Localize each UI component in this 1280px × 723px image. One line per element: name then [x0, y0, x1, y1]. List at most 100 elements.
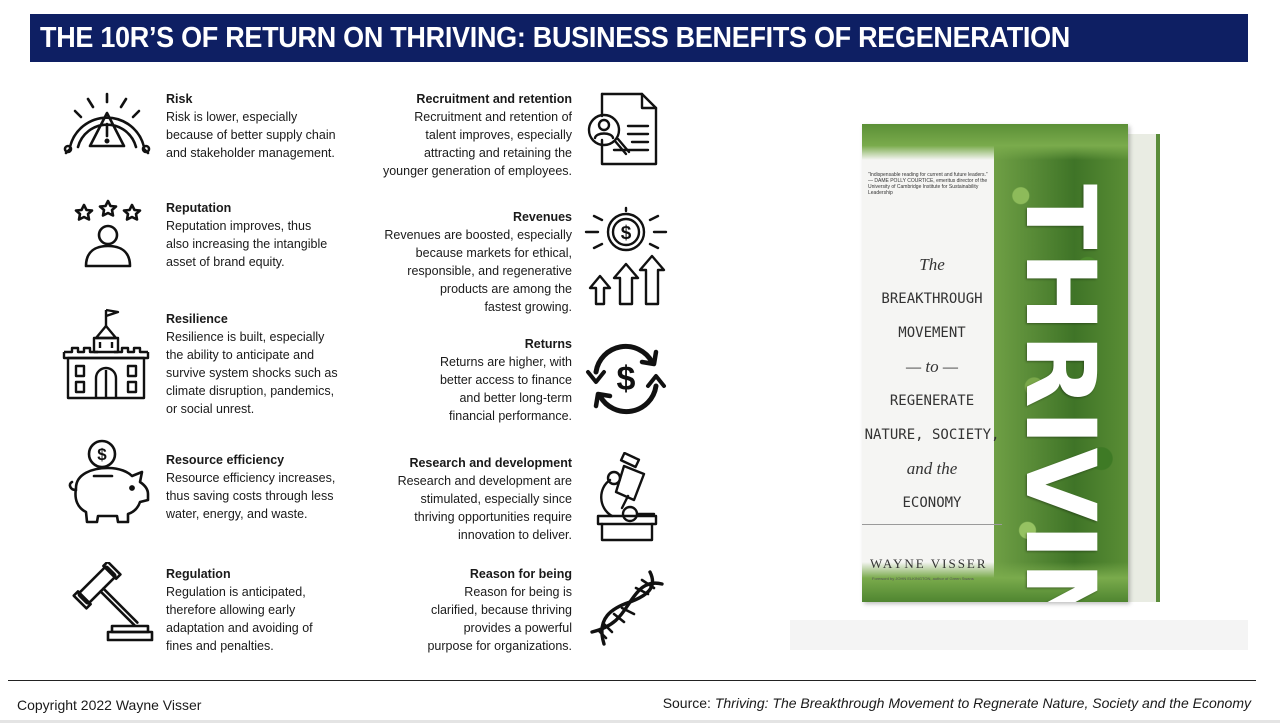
book-line: — to — — [906, 357, 958, 376]
dollar-cycle-icon: $ — [584, 340, 668, 418]
benefit-line: or social unrest. — [166, 402, 255, 416]
benefit-line: attracting and retaining the — [423, 146, 572, 160]
benefit-line: Resilience is built, especially — [166, 330, 325, 344]
book-shadow — [790, 620, 1248, 650]
benefit-line: financial performance. — [449, 409, 572, 423]
book-subtitle: The BREAKTHROUGH MOVEMENT — to — REGENER… — [862, 248, 1002, 520]
benefit-line: thriving opportunities require — [414, 510, 572, 524]
benefit-line: better access to finance — [439, 373, 572, 387]
page-title: THE 10R’S OF RETURN ON THRIVING: BUSINES… — [40, 22, 1071, 54]
benefit-line: thus saving costs through less — [166, 489, 334, 503]
bottom-edge — [0, 720, 1280, 723]
benefit-resource-efficiency: Resource efficiency Resource efficiency … — [166, 451, 396, 523]
book-quote: “Indispensable reading for current and f… — [868, 172, 988, 196]
gauge-warning-icon — [60, 91, 154, 157]
microscope-icon — [592, 452, 662, 542]
benefit-revenues: Revenues Revenues are boosted, especiall… — [352, 208, 572, 316]
benefit-line: Recruitment and retention of — [414, 110, 572, 124]
book-line: MOVEMENT — [898, 325, 966, 341]
benefit-line: and better long-term — [459, 391, 572, 405]
leaf-border-bottom — [862, 562, 1128, 602]
source-citation: Source: Thriving: The Breakthrough Movem… — [663, 695, 1251, 711]
gavel-icon — [66, 562, 154, 642]
person-stars-icon — [72, 199, 144, 269]
book-line: ECONOMY — [902, 495, 962, 511]
piggy-bank-icon: $ — [62, 438, 154, 526]
benefit-line: innovation to deliver. — [458, 528, 572, 542]
benefit-line: talent improves, especially — [425, 128, 572, 142]
benefit-line: and stakeholder management. — [166, 146, 335, 160]
book-cover: THRIVING “Indispensable reading for curr… — [862, 124, 1128, 602]
benefit-line: fines and penalties. — [166, 639, 274, 653]
benefit-line: Reputation improves, thus — [166, 219, 312, 233]
benefit-line: climate disruption, pandemics, — [166, 384, 335, 398]
book-line: The — [919, 255, 945, 274]
svg-text:$: $ — [617, 360, 636, 398]
book-line: BREAKTHROUGH — [881, 291, 983, 307]
benefit-heading: Recruitment and retention — [416, 92, 572, 106]
benefit-reason-for-being: Reason for being Reason for being is cla… — [352, 565, 572, 655]
benefit-line: younger generation of employees. — [382, 164, 572, 178]
benefit-line: adaptation and avoiding of — [166, 621, 313, 635]
benefit-line: purpose for organizations. — [427, 639, 572, 653]
copyright: Copyright 2022 Wayne Visser — [17, 697, 202, 713]
book-divider — [862, 524, 1002, 525]
benefit-heading: Revenues — [512, 210, 572, 224]
benefit-line: stimulated, especially since — [420, 492, 572, 506]
castle-icon — [60, 308, 152, 400]
benefit-line: Returns are higher, with — [439, 355, 572, 369]
benefit-line: clarified, because thriving — [430, 603, 572, 617]
source-title: Thriving: The Breakthrough Movement to R… — [714, 695, 1251, 711]
book-foreword: Foreword by JOHN ELKINGTON, author of Gr… — [872, 576, 974, 581]
book-spine-title: THRIVING — [1004, 184, 1116, 602]
benefit-line: Risk is lower, especially — [166, 110, 298, 124]
dollar-growth-icon: $ — [584, 206, 668, 306]
leaf-texture — [994, 124, 1128, 602]
leaf-border-top — [862, 124, 1128, 160]
benefit-line: therefore allowing early — [166, 603, 296, 617]
benefit-line: fastest growing. — [484, 300, 572, 314]
benefit-line: provides a powerful — [463, 621, 572, 635]
benefit-research: Research and development Research and de… — [352, 454, 572, 544]
benefit-heading: Resilience — [166, 312, 228, 326]
benefit-heading: Returns — [524, 337, 572, 351]
benefit-heading: Risk — [166, 92, 193, 106]
benefit-line: Research and development are — [397, 474, 572, 488]
footer-divider — [8, 680, 1256, 681]
benefit-line: survive system shocks such as — [166, 366, 338, 380]
benefit-line: responsible, and regenerative — [407, 264, 572, 278]
book-line: and the — [906, 459, 958, 478]
benefit-heading: Regulation — [166, 567, 231, 581]
benefit-line: water, energy, and waste. — [166, 507, 308, 521]
benefit-line: asset of brand equity. — [166, 255, 285, 269]
title-bar: THE 10R’S OF RETURN ON THRIVING: BUSINES… — [30, 14, 1248, 62]
book-line: NATURE, SOCIETY, — [864, 427, 1000, 443]
benefit-heading: Resource efficiency — [166, 453, 285, 467]
svg-text:$: $ — [621, 223, 632, 244]
benefit-heading: Reputation — [166, 201, 232, 215]
benefit-line: the ability to anticipate and — [166, 348, 315, 362]
benefit-line: also increasing the intangible — [166, 237, 328, 251]
source-label: Source: — [662, 695, 711, 711]
benefit-line: Revenues are boosted, especially — [384, 228, 572, 242]
benefit-reputation: Reputation Reputation improves, thus als… — [166, 199, 396, 271]
benefit-risk: Risk Risk is lower, especially because o… — [166, 90, 396, 162]
book-line: REGENERATE — [889, 393, 975, 409]
book-author: WAYNE VISSER — [870, 556, 988, 571]
benefit-heading: Research and development — [409, 456, 572, 470]
benefit-line: Regulation is anticipated, — [166, 585, 306, 599]
benefit-heading: Reason for being — [469, 567, 572, 581]
benefit-returns: Returns Returns are higher, with better … — [352, 335, 572, 425]
svg-text:$: $ — [97, 445, 107, 464]
benefit-regulation: Regulation Regulation is anticipated, th… — [166, 565, 396, 655]
benefit-line: because markets for ethical, — [415, 246, 572, 260]
book-pages — [1126, 134, 1160, 602]
benefit-line: Reason for being is — [464, 585, 572, 599]
dna-icon — [586, 568, 666, 648]
benefit-line: because of better supply chain — [166, 128, 336, 142]
benefit-line: Resource efficiency increases, — [166, 471, 336, 485]
resume-search-icon — [584, 92, 660, 166]
benefit-resilience: Resilience Resilience is built, especial… — [166, 310, 396, 418]
benefit-line: products are among the — [439, 282, 572, 296]
benefit-recruitment: Recruitment and retention Recruitment an… — [352, 90, 572, 180]
